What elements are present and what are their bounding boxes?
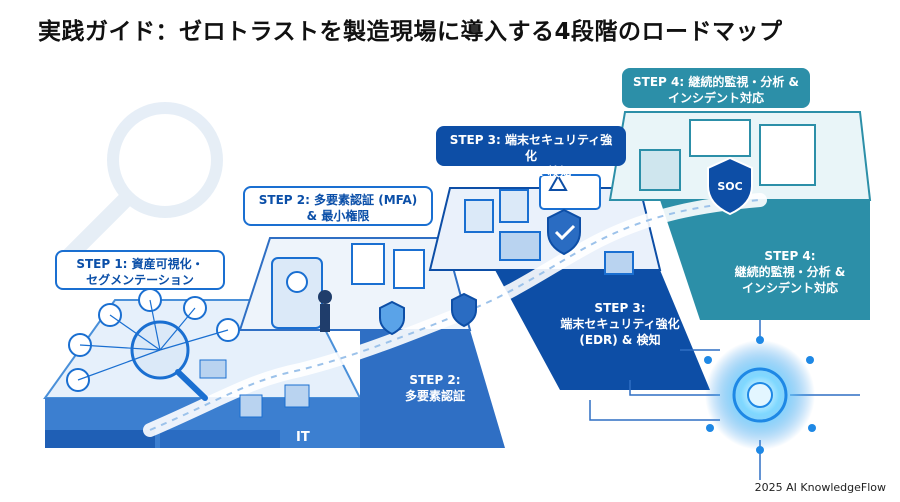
step3-face-label: STEP 3: 端末セキュリティ強化 (EDR) & 検知 (560, 301, 680, 347)
soc-shield-icon: SOC (707, 156, 753, 216)
step2-callout: STEP 2: 多要素認証 (MFA) & 最小権限 (243, 186, 433, 226)
step2-face-label: STEP 2: 多要素認証 (404, 373, 465, 403)
zone-it-label: IT (296, 430, 310, 445)
magnifier-watermark-icon (62, 102, 223, 263)
mfa-shield-icon (379, 292, 477, 336)
edr-shield-icon (547, 208, 581, 256)
warning-alert-icon (548, 173, 568, 191)
mfa-devices (271, 243, 425, 332)
step3-callout-text: STEP 3: 端末セキュリティ強化 (EDR) & 検知 (449, 133, 613, 179)
zone-ot-label: OT (218, 450, 238, 465)
step4-face-label: STEP 4: 継続的監視・分析 & インシデント対応 (734, 249, 846, 295)
page-title: 実践ガイド：ゼロトラストを製造現場に導入する4段階のロードマップ (38, 19, 783, 45)
step3-callout: STEP 3: 端末セキュリティ強化 (EDR) & 検知 (436, 126, 626, 179)
asset-node-network (66, 288, 310, 418)
soc-label: SOC (717, 180, 742, 193)
glowing-node-icon (704, 336, 816, 454)
step1-callout: STEP 1: 資産可視化・ セグメンテーション (55, 250, 225, 290)
soc-monitors (639, 119, 816, 191)
circuit-lines (589, 320, 860, 480)
footer-credit: 2025 AI KnowledgeFlow (754, 481, 886, 494)
step1-callout-text: STEP 1: 資産可視化・ セグメンテーション (76, 257, 204, 287)
step2-callout-text: STEP 2: 多要素認証 (MFA) & 最小権限 (258, 193, 418, 223)
step4-callout-text: STEP 4: 継続的監視・分析 & インシデント対応 (633, 75, 799, 105)
step4-callout: STEP 4: 継続的監視・分析 & インシデント対応 (622, 68, 810, 108)
